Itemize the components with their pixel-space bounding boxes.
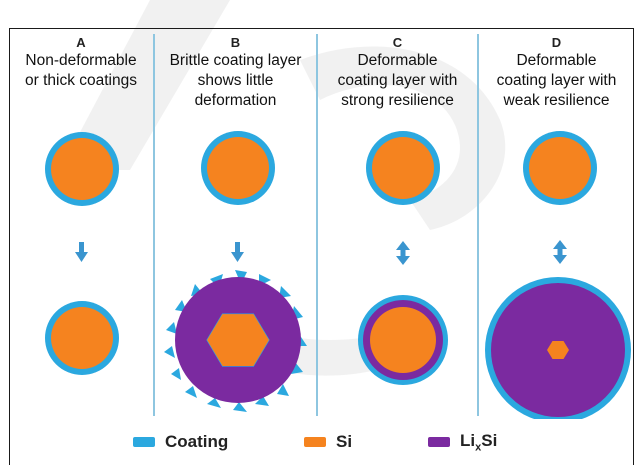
panel-title: Non-deformable or thick coatings	[25, 52, 137, 89]
panel-title: Brittle coating layer shows little defor…	[169, 52, 302, 109]
panel-a-art	[45, 132, 119, 375]
panel-c: C Deformable coating layer with strong r…	[318, 34, 477, 419]
panel-letter: C	[392, 35, 403, 50]
panel-divider	[316, 34, 318, 416]
panel-b: B Brittle coating layer shows little def…	[155, 34, 316, 419]
legend: Coating Si LixSi	[0, 428, 641, 456]
panel-title: Deformable coating layer with weak resil…	[496, 52, 617, 109]
coating-swatch	[133, 437, 155, 447]
si-core	[370, 307, 436, 373]
panel-a: A Non-deformable or thick coatings	[9, 34, 153, 419]
lixsi-swatch	[428, 437, 450, 447]
legend-item-coating: Coating	[133, 428, 228, 456]
legend-label: LixSi	[460, 430, 498, 454]
down-arrow-icon	[75, 242, 88, 262]
panel-divider	[153, 34, 155, 416]
figure-frame	[9, 28, 634, 465]
panel-letter: D	[551, 35, 562, 50]
panel-d: D Deformable coating layer with weak res…	[479, 34, 634, 419]
si-core	[51, 138, 113, 200]
up-down-arrow-icon	[553, 240, 567, 264]
panel-letter: B	[230, 35, 241, 50]
legend-item-lixsi: LixSi	[428, 428, 497, 456]
si-hexagon	[547, 341, 569, 359]
si-core	[372, 137, 434, 199]
si-hexagon	[206, 313, 270, 367]
panel-b-art	[164, 131, 307, 412]
legend-item-si: Si	[304, 428, 352, 456]
si-swatch	[304, 437, 326, 447]
legend-label: Coating	[165, 432, 229, 451]
up-down-arrow-icon	[396, 241, 410, 265]
down-arrow-icon	[231, 242, 244, 262]
panel-title: Deformable coating layer with strong res…	[337, 52, 458, 109]
panel-letter: A	[76, 35, 86, 50]
legend-label: Si	[336, 432, 353, 451]
si-core	[51, 307, 113, 369]
si-core	[529, 137, 591, 199]
si-core	[207, 137, 269, 199]
panel-divider	[477, 34, 479, 416]
panel-c-art	[358, 131, 448, 385]
panel-d-art	[485, 131, 631, 419]
